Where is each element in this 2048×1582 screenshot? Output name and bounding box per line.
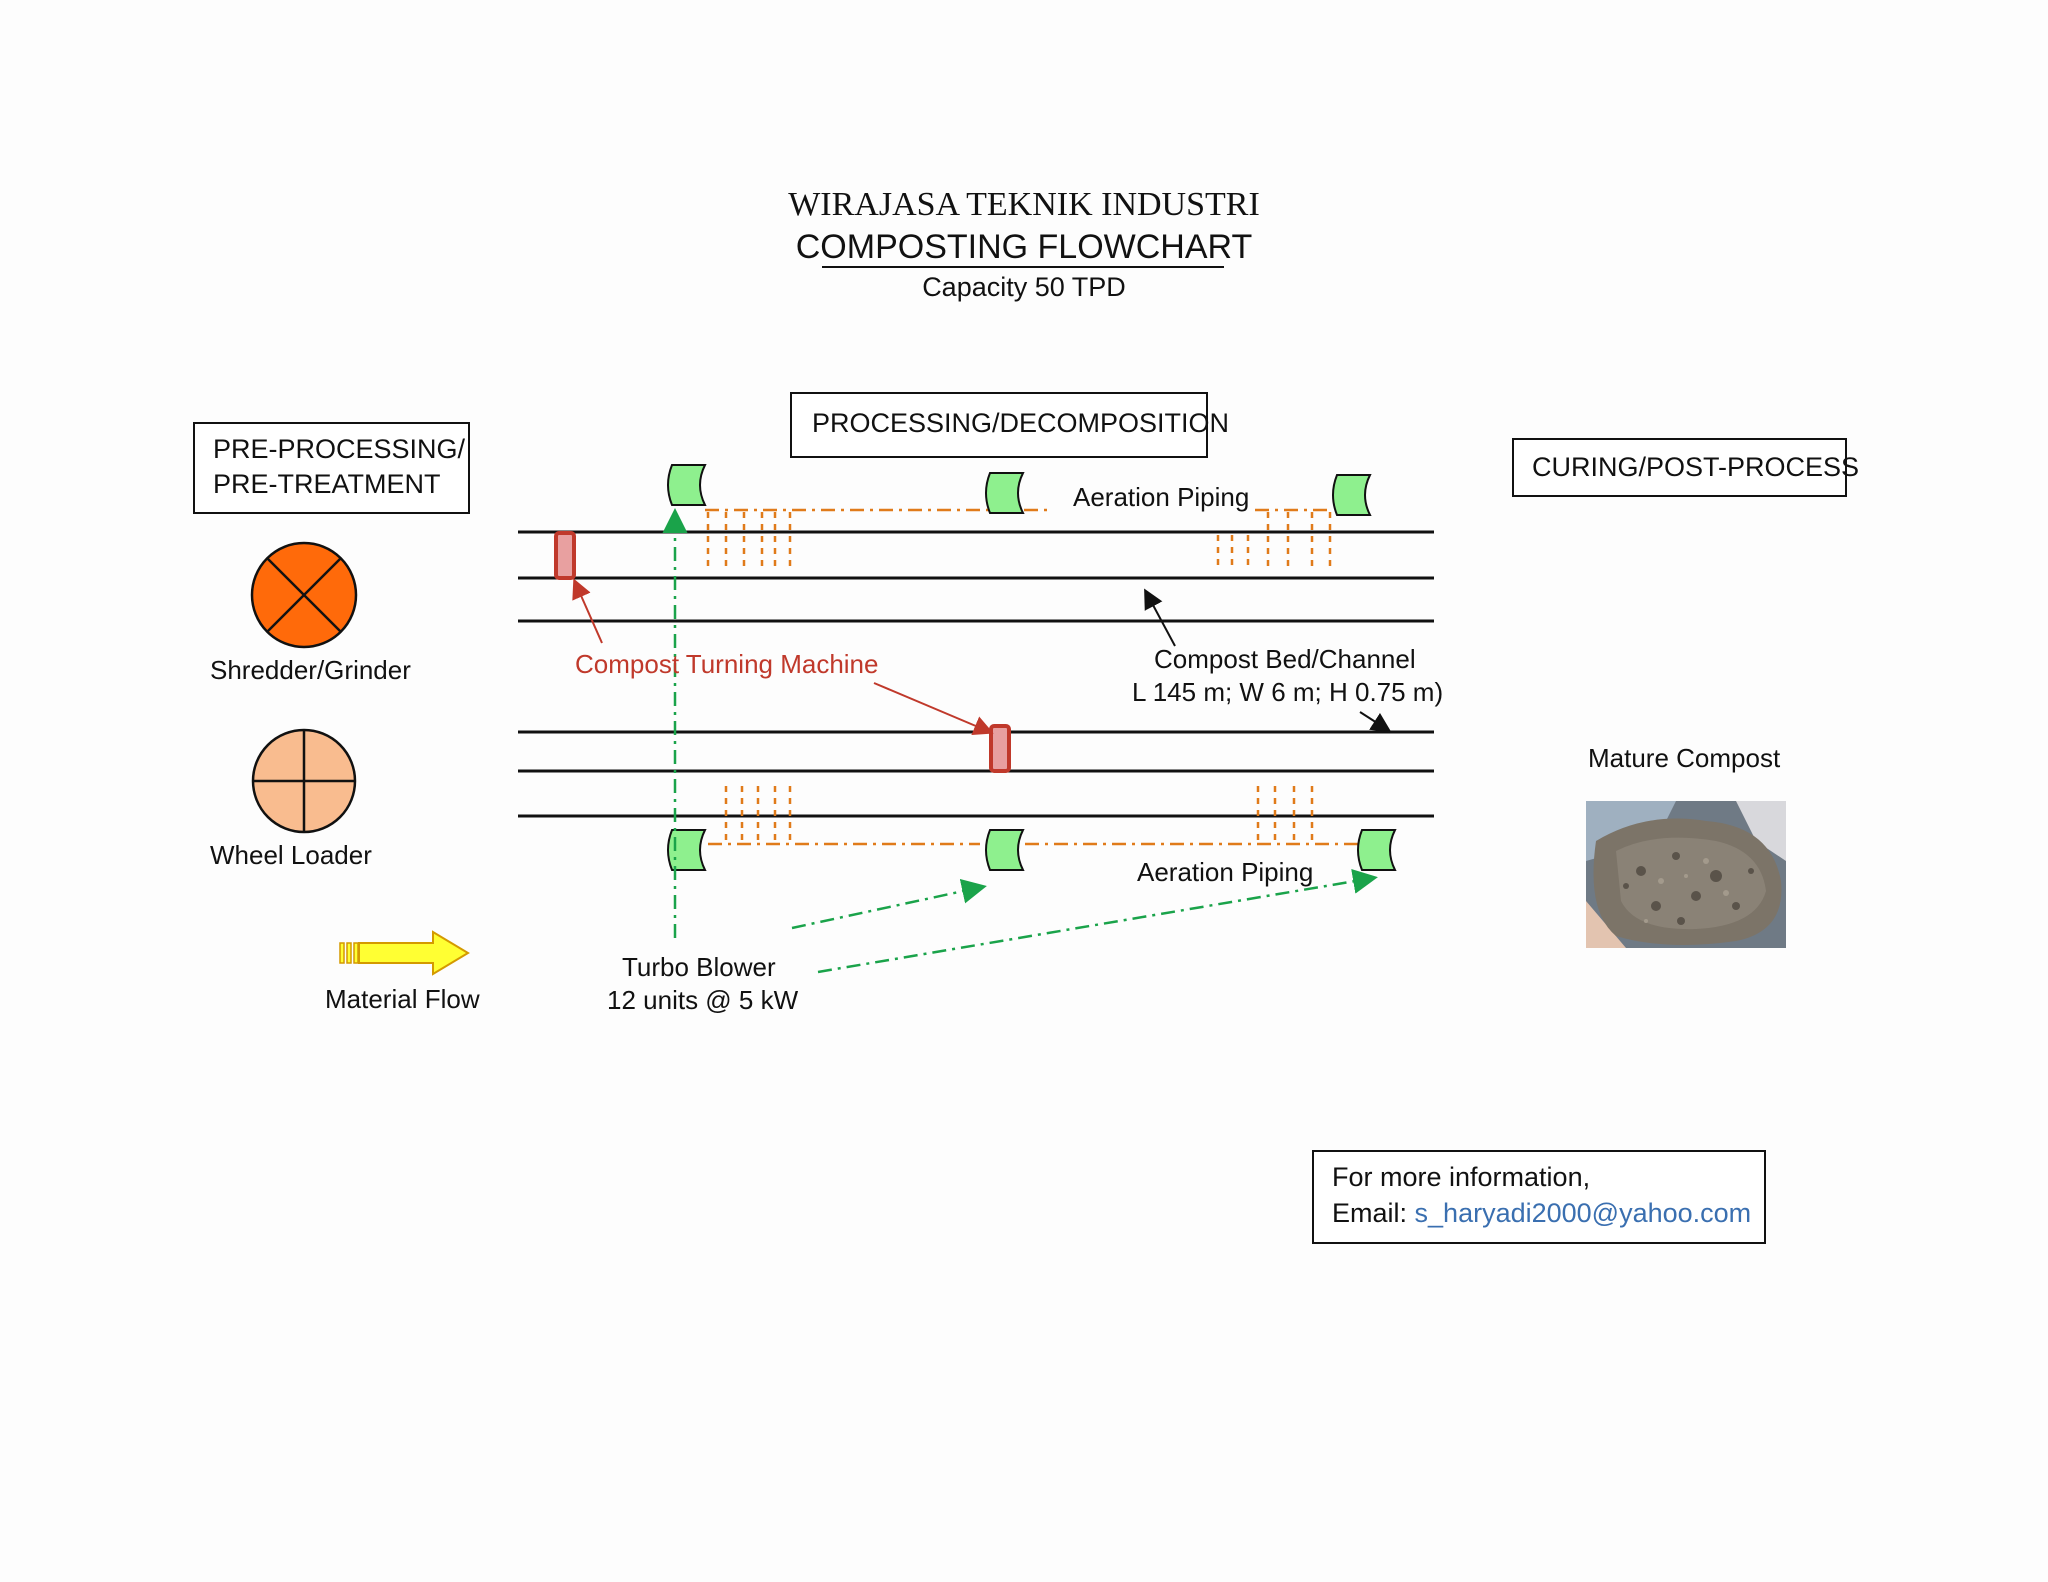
aeration-piping-top-label: Aeration Piping [1073, 482, 1249, 513]
turbo-blower-units: 12 units @ 5 kW [607, 985, 798, 1016]
material-flow-label: Material Flow [325, 984, 480, 1015]
info-box: For more information, Email: s_haryadi20… [1312, 1150, 1766, 1244]
info-line1: For more information, [1332, 1162, 1590, 1193]
shredder-label: Shredder/Grinder [210, 655, 411, 686]
aeration-piping-bottom-label: Aeration Piping [1137, 857, 1313, 888]
email-link[interactable]: s_haryadi2000@yahoo.com [1415, 1198, 1752, 1228]
mature-compost-image [1586, 801, 1786, 948]
email-prefix: Email: [1332, 1198, 1415, 1228]
blower-flow-lines [675, 513, 1373, 972]
shredder-icon [252, 543, 356, 647]
compost-bed-label: Compost Bed/Channel [1154, 644, 1416, 675]
wheel-loader-icon [253, 730, 355, 832]
material-flow-arrow-icon [340, 932, 468, 974]
compost-bed-dimensions: L 145 m; W 6 m; H 0.75 m) [1132, 677, 1443, 708]
turning-machine-label: Compost Turning Machine [575, 649, 878, 680]
aeration-piping-top [705, 510, 1332, 570]
mature-compost-label: Mature Compost [1588, 743, 1780, 774]
turbo-blower-label: Turbo Blower [622, 952, 776, 983]
wheel-loader-label: Wheel Loader [210, 840, 372, 871]
info-email-line: Email: s_haryadi2000@yahoo.com [1332, 1198, 1751, 1229]
